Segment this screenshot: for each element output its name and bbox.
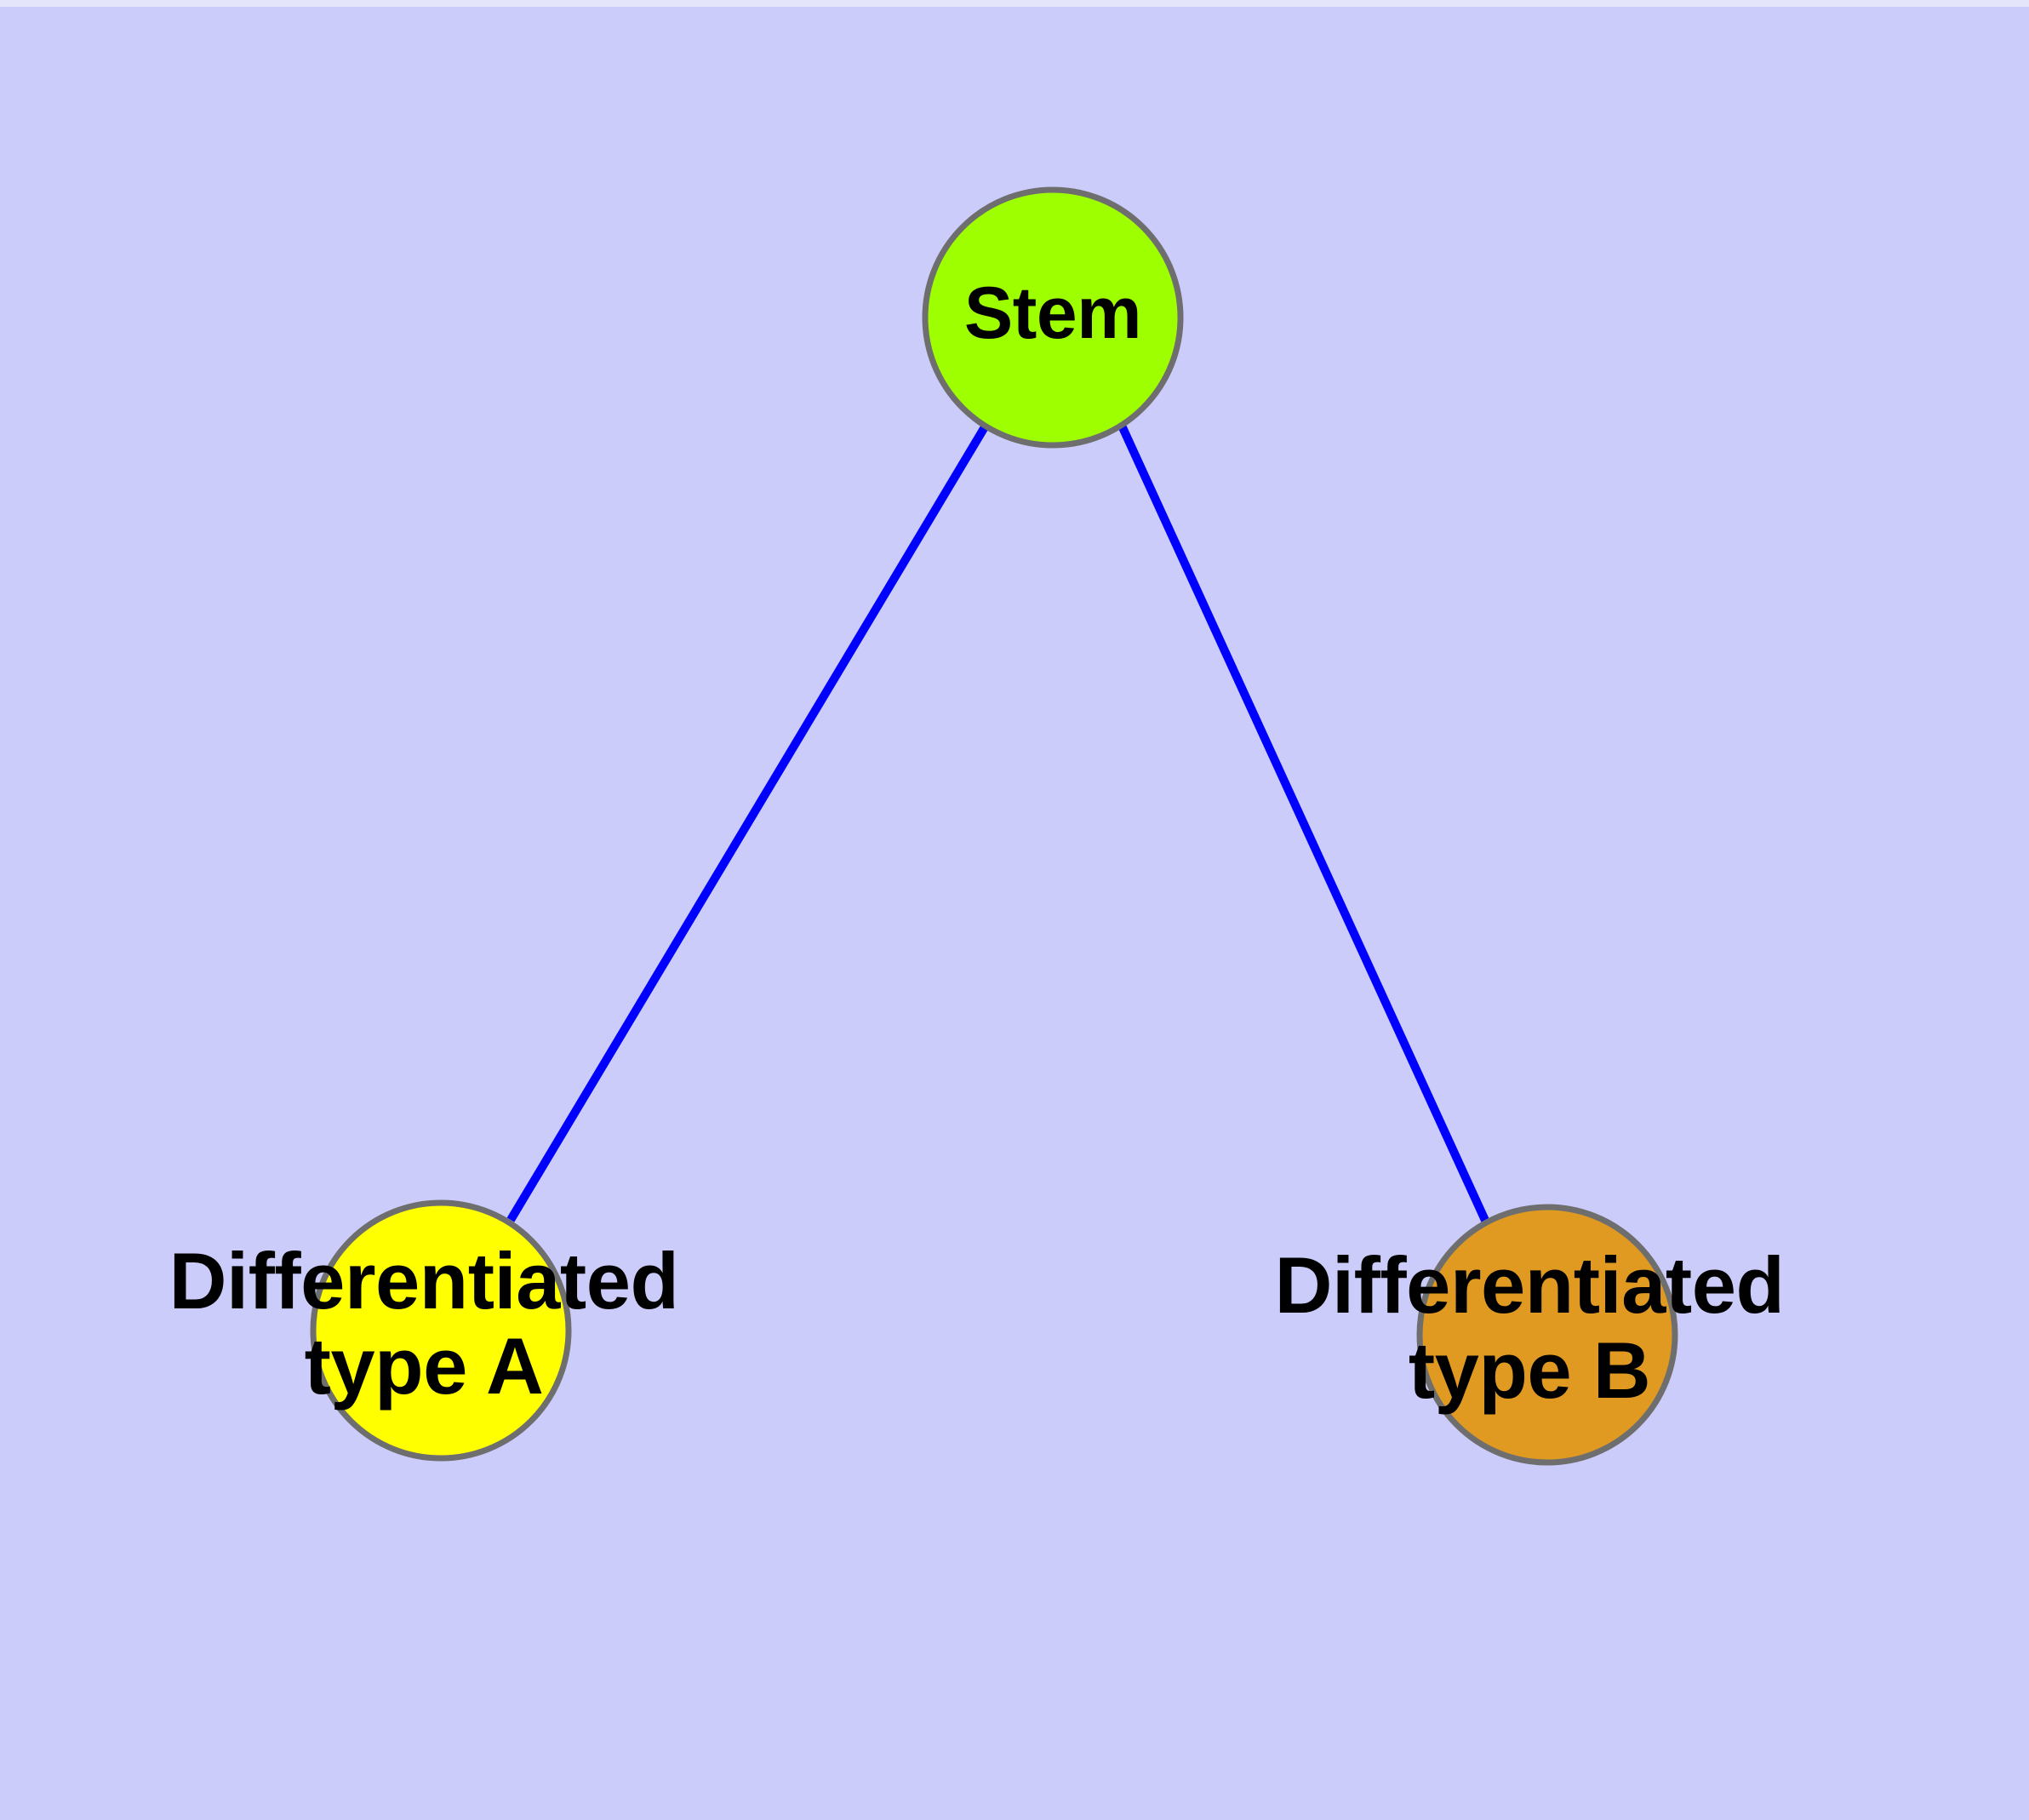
- edge-stem-to-differentiated-type-b: [1117, 423, 1492, 1228]
- background-top-strip: [0, 0, 2029, 7]
- edge-layer: [506, 423, 1492, 1228]
- edge-stem-to-differentiated-type-a: [506, 423, 990, 1222]
- node-circle-stem[interactable]: [922, 186, 1184, 449]
- node-circle-differentiated-type-b[interactable]: [1416, 1204, 1678, 1466]
- node-layer: [310, 186, 1678, 1466]
- node-circle-differentiated-type-a[interactable]: [310, 1199, 572, 1462]
